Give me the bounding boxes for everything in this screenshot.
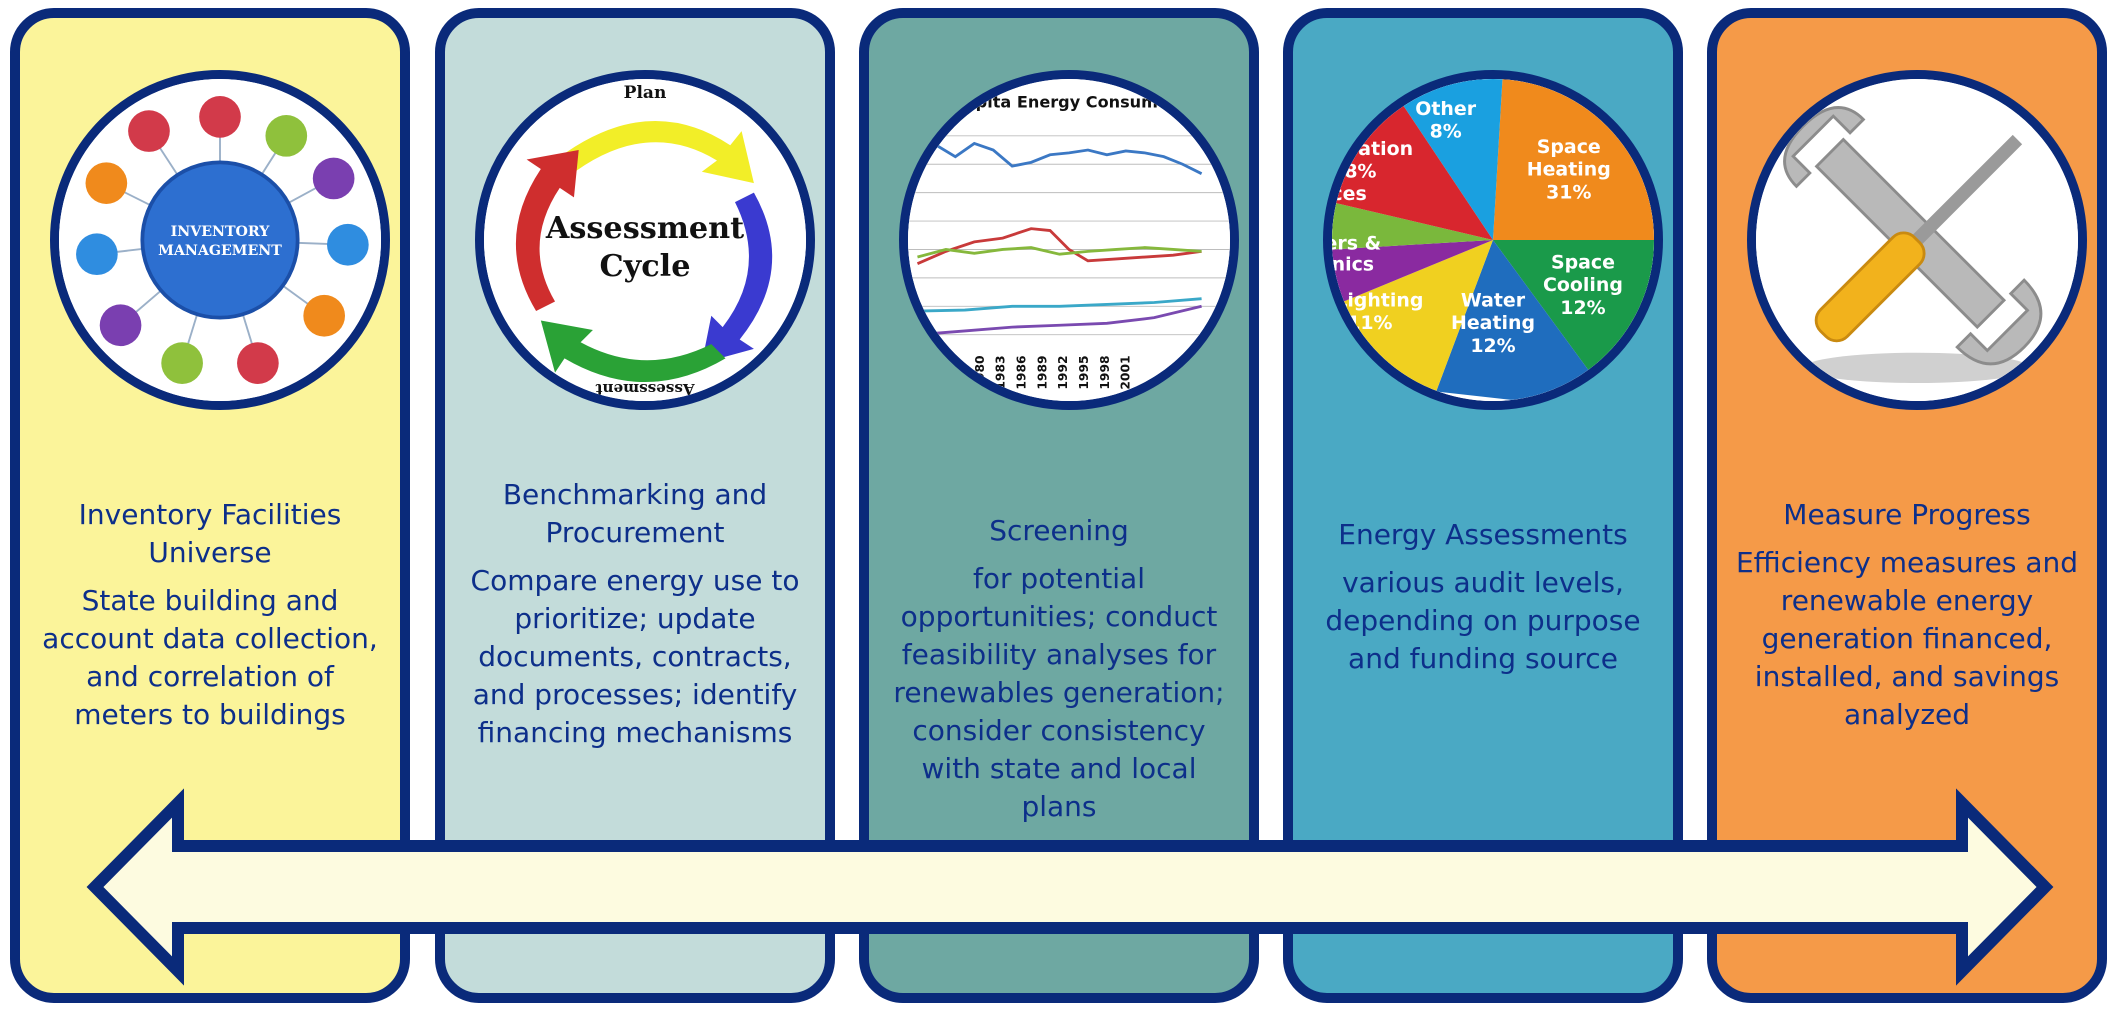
panel-inventory: INVENTORY MANAGEMENT Inventory Facilitie… [10,8,410,1003]
pie-label-refrigeration: eration [1336,138,1413,160]
svg-text:1995: 1995 [1077,355,1091,389]
svg-text:11%: 11% [1347,312,1392,334]
svg-text:1986: 1986 [1014,355,1028,389]
panel-energy-assessments: Other 8% Space Heating 31% Space Cooling… [1283,8,1683,1003]
svg-text:1992: 1992 [1056,355,1070,389]
cycle-center-line1: Assessment [545,211,744,246]
cycle-bottom-label: Assessment [595,380,695,398]
pie-label-electronics: ers & [1332,232,1381,254]
panel-measure-progress: Measure Progress Efficiency measures and… [1707,8,2107,1003]
svg-text:31%: 31% [1546,181,1591,203]
pie-label-appliances: ces [1332,183,1367,205]
cycle-center-line2: Cycle [600,249,691,284]
energy-assessments-text: Energy Assessments various audit levels,… [1307,516,1659,678]
measure-progress-text: Measure Progress Efficiency measures and… [1731,496,2083,734]
svg-text:1989: 1989 [1035,355,1049,389]
pie-label-water-heating: Water [1461,289,1526,311]
panel-title: Benchmarking and Procurement [502,478,768,549]
svg-text:12%: 12% [1560,297,1605,319]
panel-description: Efficiency measures and renewable energy… [1735,546,2079,731]
energy-consumption-chart-image: apita Energy Consum 77 1980 1983 1986 19… [899,70,1239,410]
inventory-diagram-svg: INVENTORY MANAGEMENT [59,79,381,401]
pie-label-other: Other [1415,98,1476,120]
svg-text:Heating: Heating [1451,312,1535,334]
chart-title: apita Energy Consum [965,92,1158,111]
energy-line-chart-svg: apita Energy Consum 77 1980 1983 1986 19… [908,79,1230,401]
svg-text:8%: 8% [1344,160,1376,182]
panel-title: Screening [989,514,1129,547]
svg-text:1980: 1980 [973,355,987,389]
panel-description: for potential opportunities; conduct fea… [893,562,1225,823]
svg-text:1983: 1983 [994,355,1008,389]
energy-pie-svg: Other 8% Space Heating 31% Space Cooling… [1332,79,1654,401]
panel-description: State building and account data collecti… [42,584,378,731]
tools-image [1747,70,2087,410]
wrench-screwdriver-icon [1756,79,2078,401]
pie-label-lighting: Lighting [1335,289,1423,311]
svg-text:12%: 12% [1470,335,1515,357]
svg-text:MANAGEMENT: MANAGEMENT [158,243,282,259]
panel-screening: apita Energy Consum 77 1980 1983 1986 19… [859,8,1259,1003]
svg-text:77: 77 [949,365,963,382]
svg-text:nics: nics [1332,253,1374,275]
svg-text:8%: 8% [1430,121,1462,143]
svg-text:Cooling: Cooling [1543,274,1623,296]
inventory-center-label: INVENTORY [171,224,271,240]
svg-text:Heating: Heating [1527,159,1611,181]
inventory-text: Inventory Facilities Universe State buil… [34,496,386,734]
benchmarking-text: Benchmarking and Procurement Compare ene… [459,476,811,752]
pie-label-space-cooling: Space [1551,251,1615,273]
panel-benchmarking: Plan Assessment Cycle Assessment Benchma… [435,8,835,1003]
panel-description: Compare energy use to prioritize; update… [470,564,800,749]
inventory-management-image: INVENTORY MANAGEMENT [50,70,390,410]
panel-description: various audit levels, depending on purpo… [1325,566,1641,675]
svg-text:2001: 2001 [1119,355,1133,389]
panel-title: Inventory Facilities Universe [78,498,342,569]
panel-title: Measure Progress [1783,498,2031,531]
screening-text: Screening for potential opportunities; c… [883,512,1235,826]
panel-title: Energy Assessments [1338,518,1628,551]
year-tick-labels: 77 1980 1983 1986 1989 1992 1995 1998 20… [949,355,1133,389]
assessment-cycle-image: Plan Assessment Cycle Assessment [475,70,815,410]
assessment-cycle-svg: Plan Assessment Cycle Assessment [484,79,806,401]
pie-label-space-heating: Space [1537,136,1601,158]
svg-text:1998: 1998 [1098,355,1112,389]
energy-pie-image: Other 8% Space Heating 31% Space Cooling… [1323,70,1663,410]
cycle-top-label: Plan [624,83,667,103]
